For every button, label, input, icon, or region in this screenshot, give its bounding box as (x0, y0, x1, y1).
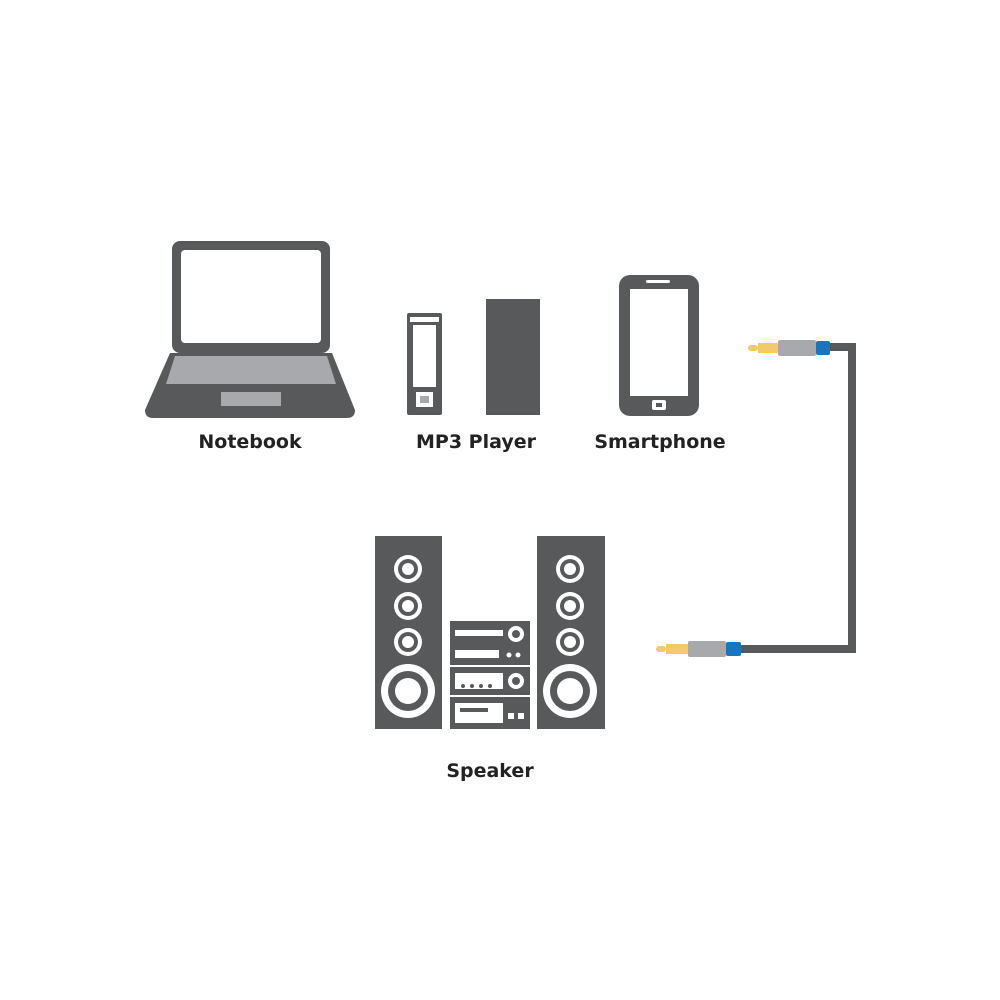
mp3-player-icon (407, 299, 540, 415)
smartphone-icon (619, 275, 699, 416)
laptop-icon (145, 241, 355, 418)
notebook-label: Notebook (198, 431, 302, 453)
smartphone-label: Smartphone (594, 431, 726, 453)
audio-jack-cable-icon (656, 340, 856, 657)
mp3-player-label: MP3 Player (416, 431, 536, 453)
stereo-speaker-icon (375, 536, 605, 729)
speaker-label: Speaker (446, 760, 534, 782)
